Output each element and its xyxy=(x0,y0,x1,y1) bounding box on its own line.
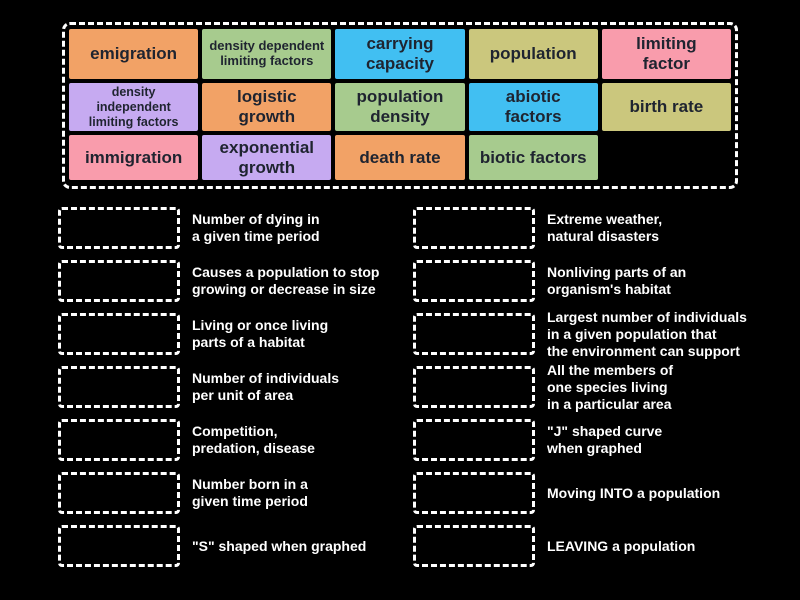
drop-zone[interactable] xyxy=(413,313,535,355)
tile-carrying-capacity[interactable]: carrying capacity xyxy=(335,29,465,79)
definition-text: Extreme weather, natural disasters xyxy=(547,211,663,244)
tile-density-dependent-limiting-factors[interactable]: density dependent limiting factors xyxy=(202,29,332,79)
tile-limiting-factor[interactable]: limiting factor xyxy=(601,29,731,79)
match-row: Number of individuals per unit of area xyxy=(58,366,379,408)
drop-zone[interactable] xyxy=(58,472,180,514)
definition-text: Moving INTO a population xyxy=(547,484,721,501)
drop-zone[interactable] xyxy=(413,260,535,302)
definition-text: Number of individuals per unit of area xyxy=(192,370,340,403)
definition-text: Living or once living parts of a habitat xyxy=(192,317,329,350)
match-row: Number of dying in a given time period xyxy=(58,207,379,249)
drop-zone[interactable] xyxy=(413,419,535,461)
drop-zone[interactable] xyxy=(58,207,180,249)
drop-zone[interactable] xyxy=(413,472,535,514)
match-row: All the members of one species living in… xyxy=(413,362,747,412)
definition-text: Number of dying in a given time period xyxy=(192,211,320,244)
definition-text: Largest number of individuals in a given… xyxy=(547,308,747,359)
definition-text: Competition, predation, disease xyxy=(192,423,315,456)
drop-zone[interactable] xyxy=(58,366,180,408)
tile-immigration[interactable]: immigration xyxy=(69,135,199,180)
tile-population[interactable]: population xyxy=(468,29,598,79)
match-row: "J" shaped curve when graphed xyxy=(413,419,747,461)
tile-grid: emigration density dependent limiting fa… xyxy=(69,29,731,182)
match-row: Causes a population to stop growing or d… xyxy=(58,260,379,302)
empty-grid-cell xyxy=(602,135,731,180)
match-column-left: Number of dying in a given time period C… xyxy=(58,207,379,578)
match-row: "S" shaped when graphed xyxy=(58,525,379,567)
drop-zone[interactable] xyxy=(413,366,535,408)
definition-text: Number born in a given time period xyxy=(192,476,308,509)
tile-logistic-growth[interactable]: logistic growth xyxy=(202,83,332,131)
definition-text: LEAVING a population xyxy=(547,537,696,554)
drop-zone[interactable] xyxy=(58,419,180,461)
tile-birth-rate[interactable]: birth rate xyxy=(601,83,731,131)
drop-zone[interactable] xyxy=(58,525,180,567)
definition-text: "S" shaped when graphed xyxy=(192,537,367,554)
match-row: Moving INTO a population xyxy=(413,472,747,514)
drop-zone[interactable] xyxy=(58,260,180,302)
tile-exponential-growth[interactable]: exponential growth xyxy=(202,135,332,180)
match-row: Living or once living parts of a habitat xyxy=(58,313,379,355)
match-row: Nonliving parts of an organism's habitat xyxy=(413,260,747,302)
drop-zone[interactable] xyxy=(413,525,535,567)
drop-zone[interactable] xyxy=(58,313,180,355)
definition-text: Causes a population to stop growing or d… xyxy=(192,264,380,297)
tile-population-density[interactable]: population density xyxy=(335,83,465,131)
definition-text: "J" shaped curve when graphed xyxy=(547,423,663,456)
match-row: Extreme weather, natural disasters xyxy=(413,207,747,249)
word-bank: emigration density dependent limiting fa… xyxy=(62,22,738,189)
tile-emigration[interactable]: emigration xyxy=(69,29,199,79)
match-column-right: Extreme weather, natural disasters Nonli… xyxy=(413,207,747,578)
definition-text: All the members of one species living in… xyxy=(547,361,674,412)
match-row: Largest number of individuals in a given… xyxy=(413,309,747,359)
match-row: LEAVING a population xyxy=(413,525,747,567)
tile-density-independent-limiting-factors[interactable]: density independent limiting factors xyxy=(69,83,199,131)
tile-death-rate[interactable]: death rate xyxy=(335,135,465,180)
match-row: Competition, predation, disease xyxy=(58,419,379,461)
drop-zone[interactable] xyxy=(413,207,535,249)
tile-abiotic-factors[interactable]: abiotic factors xyxy=(468,83,598,131)
tile-biotic-factors[interactable]: biotic factors xyxy=(468,135,598,180)
match-row: Number born in a given time period xyxy=(58,472,379,514)
definition-text: Nonliving parts of an organism's habitat xyxy=(547,264,687,297)
